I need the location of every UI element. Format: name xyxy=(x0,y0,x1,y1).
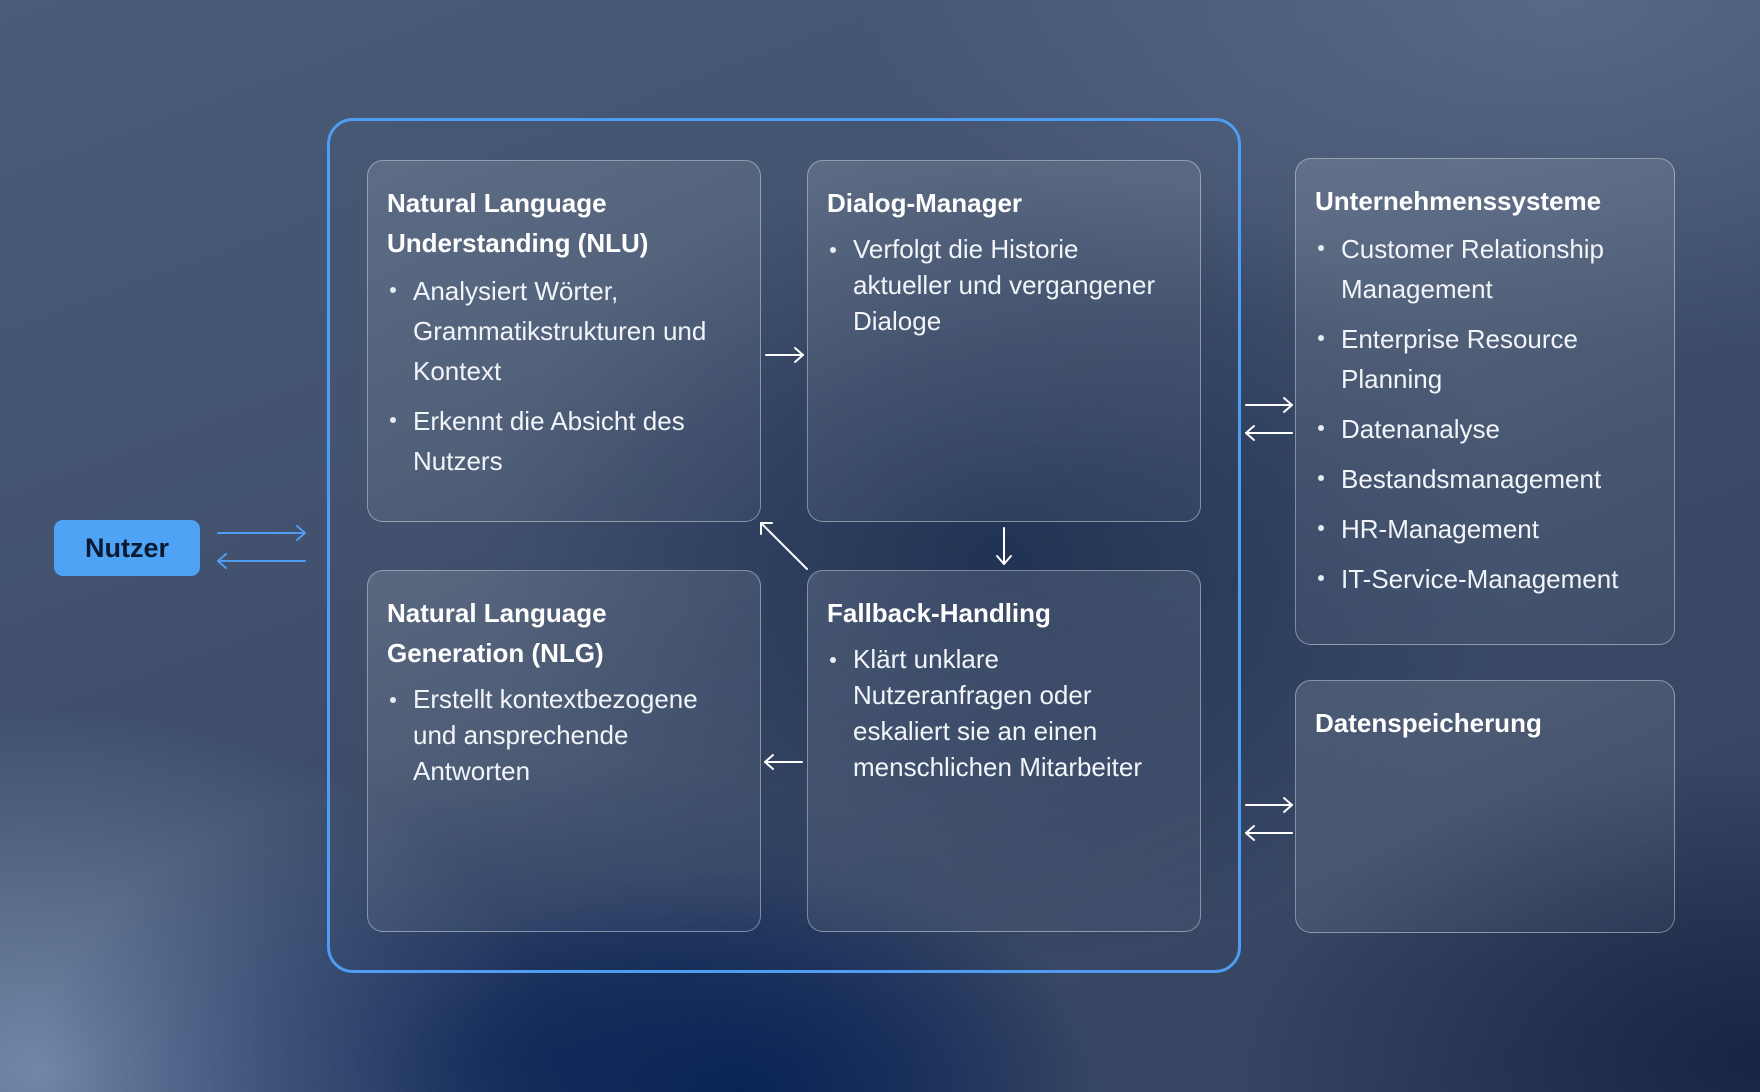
list-item: Verfolgt die Historie aktueller und verg… xyxy=(827,231,1182,339)
nlg-list: Erstellt kontextbezogene und ansprechend… xyxy=(387,681,742,789)
nlu-list: Analysiert Wörter, Grammatikstrukturen u… xyxy=(387,271,742,481)
list-item: Customer Relationship Management xyxy=(1315,229,1656,309)
core-to-storage-arrow-icon xyxy=(1245,797,1293,813)
core-to-user-arrow-icon xyxy=(217,553,306,569)
nlg-card: Natural Language Generation (NLG) Erstel… xyxy=(367,570,761,932)
list-item: Erstellt kontextbezogene und ansprechend… xyxy=(387,681,742,789)
nlu-card: Natural Language Understanding (NLU) Ana… xyxy=(367,160,761,522)
data-storage-card: Datenspeicherung xyxy=(1295,680,1675,933)
dialog-manager-card: Dialog-Manager Verfolgt die Historie akt… xyxy=(807,160,1201,522)
core-to-enterprise-arrow-icon xyxy=(1245,397,1293,413)
chatbot-core-frame xyxy=(327,118,1241,973)
list-item: Analysiert Wörter, Grammatikstrukturen u… xyxy=(387,271,742,391)
dialog-manager-list: Verfolgt die Historie aktueller und verg… xyxy=(827,231,1182,339)
fallback-card: Fallback-Handling Klärt unklare Nutzeran… xyxy=(807,570,1201,932)
list-item: Bestandsmanagement xyxy=(1315,459,1656,499)
nlu-title: Natural Language Understanding (NLU) xyxy=(387,188,649,258)
list-item: Erkennt die Absicht des Nutzers xyxy=(387,401,742,481)
list-item: HR-Management xyxy=(1315,509,1656,549)
enterprise-systems-title: Unternehmenssysteme xyxy=(1315,186,1602,216)
user-button[interactable]: Nutzer xyxy=(54,520,200,576)
list-item: Enterprise Resource Planning xyxy=(1315,319,1656,399)
user-to-core-arrow-icon xyxy=(217,525,306,541)
dialog-manager-title: Dialog-Manager xyxy=(827,188,1023,218)
list-item: Klärt unklare Nutzeranfragen oder eskali… xyxy=(827,641,1182,785)
enterprise-systems-card: Unternehmenssysteme Customer Relationshi… xyxy=(1295,158,1675,645)
fallback-list: Klärt unklare Nutzeranfragen oder eskali… xyxy=(827,641,1182,785)
enterprise-to-core-arrow-icon xyxy=(1245,425,1293,441)
data-storage-title: Datenspeicherung xyxy=(1315,708,1542,738)
storage-to-core-arrow-icon xyxy=(1245,825,1293,841)
list-item: Datenanalyse xyxy=(1315,409,1656,449)
nlg-title: Natural Language Generation (NLG) xyxy=(387,598,607,668)
fallback-title: Fallback-Handling xyxy=(827,598,1051,628)
list-item: IT-Service-Management xyxy=(1315,559,1656,599)
